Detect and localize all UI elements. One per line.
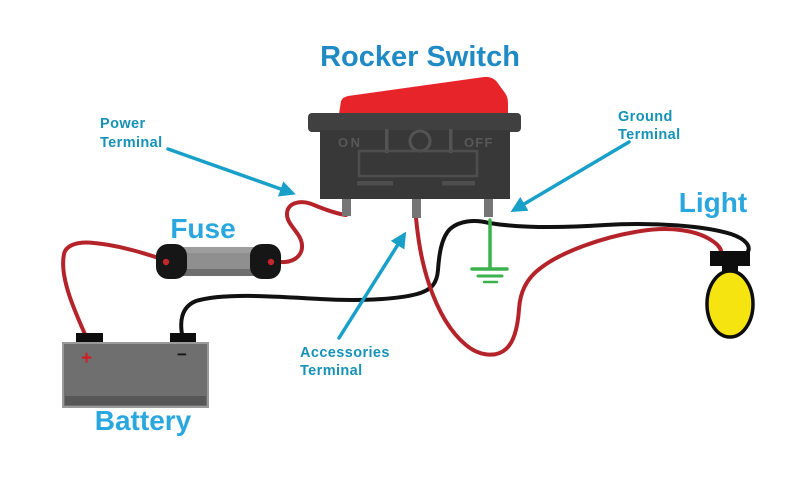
black-wire-battery-to-ground-terminal	[179, 219, 491, 341]
diagram-title: Rocker Switch	[320, 41, 520, 73]
power-terminal-label-line1: Power	[100, 116, 146, 132]
rocker-switch: ON OFF	[308, 76, 521, 218]
fuse-cap-right	[250, 244, 281, 279]
battery-terminal-positive	[76, 333, 103, 344]
battery-negative-mark: −	[177, 345, 187, 364]
light-bulb	[705, 269, 755, 339]
red-wire-fuse-to-power-terminal	[272, 200, 348, 264]
switch-pin-power	[342, 199, 351, 216]
fuse	[156, 244, 281, 279]
rocker-actuator	[339, 76, 508, 114]
switch-divider-right	[449, 129, 453, 153]
switch-cap	[308, 113, 521, 132]
battery-label: Battery	[95, 405, 192, 436]
switch-body	[320, 130, 510, 199]
battery-positive-mark: +	[81, 348, 92, 369]
ground-terminal-label-line1: Ground	[618, 109, 673, 125]
light-socket-base	[710, 251, 750, 266]
fuse-label: Fuse	[170, 213, 235, 244]
power-terminal-arrow	[166, 147, 296, 197]
fuse-cap-left	[156, 244, 187, 279]
light-label: Light	[679, 187, 747, 218]
red-wire-accessories-terminal-to-light	[414, 216, 724, 357]
labels: Rocker Switch Fuse Battery Light Power T…	[95, 41, 747, 436]
ground-symbol	[470, 218, 509, 284]
wires	[61, 200, 751, 357]
black-wire-ground-terminal-to-light	[487, 221, 751, 255]
switch-pin-ground	[484, 199, 493, 217]
fuse-body-bottom-shade	[168, 269, 274, 276]
red-wire-battery-to-fuse	[61, 240, 169, 343]
switch-inner-panel	[357, 149, 479, 178]
callout-arrows	[166, 140, 631, 340]
light	[705, 251, 755, 339]
battery: + −	[62, 333, 209, 408]
fuse-body-top-highlight	[168, 247, 274, 253]
switch-divider-left	[385, 129, 389, 153]
switch-pin-accessories	[412, 199, 421, 218]
accessories-terminal-label-line2: Terminal	[300, 363, 363, 379]
fuse-wire-contact-right	[267, 258, 275, 266]
power-terminal-label-line2: Terminal	[100, 135, 163, 151]
fuse-wire-contact-left	[162, 258, 170, 266]
switch-off-mark: OFF	[464, 135, 494, 150]
ground-terminal-label-line2: Terminal	[618, 127, 681, 143]
switch-slot-left	[357, 181, 393, 186]
accessories-terminal-arrow	[337, 231, 407, 340]
switch-on-mark: ON	[338, 135, 363, 150]
battery-body-bottom-shade	[65, 396, 206, 405]
battery-terminal-negative	[170, 333, 196, 344]
accessories-terminal-label-line1: Accessories	[300, 345, 390, 361]
ground-terminal-arrow	[510, 140, 631, 213]
switch-slot-right	[442, 181, 475, 186]
